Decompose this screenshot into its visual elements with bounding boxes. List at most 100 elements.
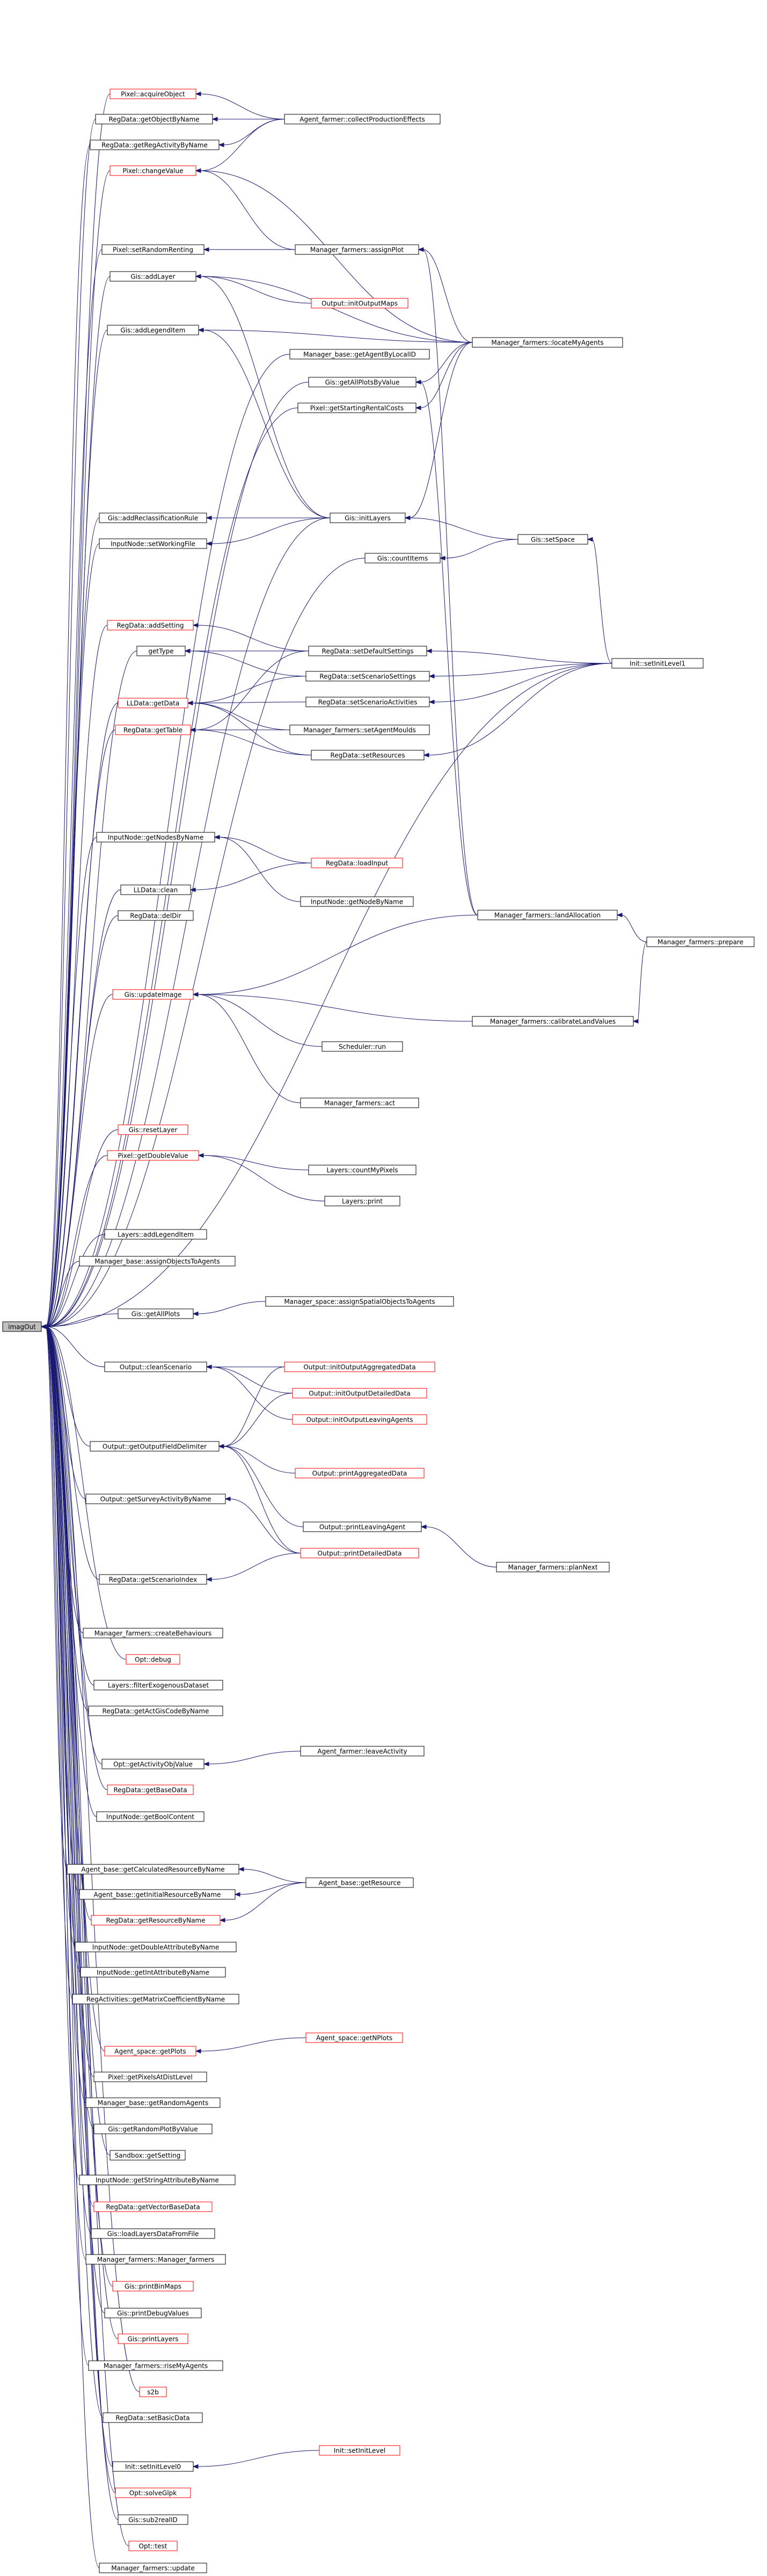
graph-node-getMatrixCoefficientByName[interactable]: RegActivities::getMatrixCoefficientByNam… — [72, 1994, 239, 2004]
graph-node-schedulerRun[interactable]: Scheduler::run — [322, 1041, 403, 1052]
graph-node-countMyPixels[interactable]: Layers::countMyPixels — [308, 1165, 417, 1175]
graph-node-getPixelsAtDistLevel[interactable]: Pixel::getPixelsAtDistLevel — [93, 2072, 207, 2082]
graph-node-llClean[interactable]: LLData::clean — [120, 884, 191, 895]
graph-node-getAllPlotsByValue[interactable]: Gis::getAllPlotsByValue — [308, 377, 417, 387]
graph-node-addSetting[interactable]: RegData::addSetting — [107, 620, 194, 631]
graph-node-getIntAttributeByName[interactable]: InputNode::getIntAttributeByName — [80, 1967, 226, 1978]
node-box — [109, 271, 196, 282]
graph-node-initOutputLeavingAgents[interactable]: Output::initOutputLeavingAgents — [292, 1414, 427, 1425]
graph-node-getNPlots[interactable]: Agent_space::getNPlots — [305, 2032, 403, 2043]
node-box — [101, 1759, 204, 1769]
graph-node-s2b[interactable]: s2b — [139, 2387, 167, 2397]
graph-node-getObjectByName[interactable]: RegData::getObjectByName — [95, 114, 213, 125]
graph-node-countItems[interactable]: Gis::countItems — [364, 553, 441, 564]
graph-node-initOutputDetailedData[interactable]: Output::initOutputDetailedData — [292, 1388, 427, 1399]
graph-node-getBoolContent[interactable]: InputNode::getBoolContent — [96, 1811, 204, 1822]
graph-node-initLayers[interactable]: Gis::initLayers — [330, 513, 406, 523]
graph-node-setScenarioActivities[interactable]: RegData::setScenarioActivities — [305, 697, 430, 707]
graph-node-delDir[interactable]: RegData::delDir — [118, 910, 194, 921]
graph-node-printLeavingAgent[interactable]: Output::printLeavingAgent — [303, 1521, 422, 1532]
graph-node-planNext[interactable]: Manager_farmers::planNext — [496, 1562, 610, 1572]
graph-node-collectProductionEffects[interactable]: Agent_farmer::collectProductionEffects — [284, 114, 441, 125]
edge-line — [45, 407, 298, 1327]
graph-node-setBasicData[interactable]: RegData::setBasicData — [103, 2412, 203, 2423]
graph-node-managerFarmersCtor[interactable]: Manager_farmers::Manager_farmers — [85, 2254, 226, 2265]
graph-node-leaveActivity[interactable]: Agent_farmer::leaveActivity — [300, 1746, 425, 1757]
graph-node-printDetailedData[interactable]: Output::printDetailedData — [300, 1548, 419, 1558]
graph-node-getNodesByName[interactable]: InputNode::getNodesByName — [96, 832, 215, 843]
graph-node-riseMyAgents[interactable]: Manager_farmers::riseMyAgents — [88, 2360, 223, 2371]
graph-node-layersAddLegendItem[interactable]: Layers::addLegendItem — [104, 1229, 207, 1240]
graph-node-addReclassificationRule[interactable]: Gis::addReclassificationRule — [99, 513, 207, 523]
graph-node-printLayers[interactable]: Gis::printLayers — [118, 2333, 188, 2344]
graph-node-getCalculatedResourceByName[interactable]: Agent_base::getCalculatedResourceByName — [67, 1864, 239, 1875]
graph-node-initOutputAggregatedData[interactable]: Output::initOutputAggregatedData — [284, 1362, 435, 1372]
graph-node-getOutputFieldDelimiter[interactable]: Output::getOutputFieldDelimiter — [90, 1441, 220, 1452]
graph-node-assignObjectsToAgents[interactable]: Manager_base::assignObjectsToAgents — [79, 1256, 236, 1267]
graph-node-getPlots[interactable]: Agent_space::getPlots — [104, 2046, 196, 2057]
graph-node-setInitLevel1[interactable]: Init::setInitLevel1 — [611, 658, 704, 669]
graph-node-getInitialResourceByName[interactable]: Agent_base::getInitialResourceByName — [79, 1889, 236, 1900]
graph-node-locateMyAgents[interactable]: Manager_farmers::locateMyAgents — [472, 337, 623, 348]
graph-node-optTest[interactable]: Opt::test — [128, 2541, 178, 2551]
graph-node-getStringAttributeByName[interactable]: InputNode::getStringAttributeByName — [79, 2175, 236, 2185]
graph-node-setAgentMoulds[interactable]: Manager_farmers::setAgentMoulds — [289, 724, 430, 735]
graph-node-acquireObject[interactable]: Pixel::acquireObject — [109, 89, 196, 99]
graph-node-printAggregatedData[interactable]: Output::printAggregatedData — [295, 1468, 425, 1479]
graph-node-getDoubleAttributeByName[interactable]: InputNode::getDoubleAttributeByName — [75, 1942, 237, 1952]
graph-node-getRandomPlotByValue[interactable]: Gis::getRandomPlotByValue — [93, 2124, 213, 2134]
graph-node-updateImage[interactable]: Gis::updateImage — [112, 989, 194, 1000]
graph-node-getAgentByLocalID[interactable]: Manager_base::getAgentByLocalID — [289, 349, 430, 360]
graph-node-loadLayersDataFromFile[interactable]: Gis::loadLayersDataFromFile — [91, 2228, 215, 2239]
graph-node-printDebugValues[interactable]: Gis::printDebugValues — [104, 2308, 202, 2318]
graph-node-getActivityObjValue[interactable]: Opt::getActivityObjValue — [101, 1759, 204, 1769]
graph-node-setDefaultSettings[interactable]: RegData::setDefaultSettings — [308, 646, 427, 656]
graph-node-getRegActivityByName[interactable]: RegData::getRegActivityByName — [90, 140, 220, 150]
graph-node-getNodeByName[interactable]: InputNode::getNodeByName — [300, 896, 414, 907]
graph-node-setScenarioSettings[interactable]: RegData::setScenarioSettings — [305, 671, 430, 682]
graph-node-getStartingRentalCosts[interactable]: Pixel::getStartingRentalCosts — [297, 402, 417, 413]
graph-node-getActGisCodeByName[interactable]: RegData::getActGisCodeByName — [88, 1706, 223, 1716]
graph-node-getBaseData[interactable]: RegData::getBaseData — [107, 1784, 194, 1795]
graph-node-loadInput[interactable]: RegData::loadInput — [311, 858, 403, 868]
graph-node-createBehaviours[interactable]: Manager_farmers::createBehaviours — [83, 1628, 223, 1638]
graph-node-setResources[interactable]: RegData::setResources — [311, 750, 425, 760]
graph-node-setWorkingFile[interactable]: InputNode::setWorkingFile — [99, 538, 207, 549]
graph-node-solveGlpk[interactable]: Opt::solveGlpk — [115, 2487, 191, 2498]
graph-node-managerAct[interactable]: Manager_farmers::act — [300, 1097, 419, 1108]
graph-node-setSpace[interactable]: Gis::setSpace — [517, 534, 588, 545]
graph-node-addLegendItem[interactable]: Gis::addLegendItem — [107, 325, 199, 335]
graph-node-assignPlot[interactable]: Manager_farmers::assignPlot — [295, 244, 419, 255]
graph-node-initOutputMaps[interactable]: Output::initOutputMaps — [311, 298, 408, 309]
graph-node-getDoubleValue[interactable]: Pixel::getDoubleValue — [107, 1150, 199, 1161]
graph-node-imagOut[interactable]: imagOut — [2, 1321, 42, 1332]
graph-node-filterExogenousDataset[interactable]: Layers::filterExogenousDataset — [93, 1680, 223, 1690]
graph-node-getTable[interactable]: RegData::getTable — [115, 724, 191, 735]
graph-node-cleanScenario[interactable]: Output::cleanScenario — [104, 1362, 207, 1372]
graph-node-optDebug[interactable]: Opt::debug — [126, 1654, 180, 1665]
graph-node-calibrateLandValues[interactable]: Manager_farmers::calibrateLandValues — [472, 1016, 634, 1027]
graph-node-getVectorBaseData[interactable]: RegData::getVectorBaseData — [93, 2201, 213, 2212]
graph-node-addLayer[interactable]: Gis::addLayer — [109, 271, 196, 282]
graph-node-assignSpatialObjectsToAgents[interactable]: Manager_space::assignSpatialObjectsToAge… — [265, 1296, 454, 1307]
graph-node-resetLayer[interactable]: Gis::resetLayer — [118, 1124, 188, 1135]
graph-node-landAllocation[interactable]: Manager_farmers::landAllocation — [477, 910, 618, 920]
graph-node-getSurveyActivityByName[interactable]: Output::getSurveyActivityByName — [85, 1494, 226, 1504]
graph-node-sub2realID[interactable]: Gis::sub2realID — [118, 2514, 188, 2525]
graph-node-getResource[interactable]: Agent_base::getResource — [305, 1877, 414, 1888]
graph-node-sandboxGetSetting[interactable]: Sandbox::getSetting — [109, 2150, 186, 2161]
graph-node-managerUpdate[interactable]: Manager_farmers::update — [99, 2563, 207, 2573]
graph-node-changeValue[interactable]: Pixel::changeValue — [109, 165, 196, 176]
graph-node-printBinMaps[interactable]: Gis::printBinMaps — [112, 2281, 194, 2292]
graph-node-getRandomAgents[interactable]: Manager_base::getRandomAgents — [85, 2097, 221, 2108]
graph-node-setInitLevel0[interactable]: Init::setInitLevel0 — [112, 2461, 194, 2472]
graph-node-setRandomRenting[interactable]: Pixel::setRandomRenting — [101, 244, 204, 255]
graph-node-layersPrint[interactable]: Layers::print — [324, 1196, 400, 1206]
graph-node-setInitLevel[interactable]: Init::setInitLevel — [319, 2445, 400, 2456]
graph-node-getAllPlots[interactable]: Gis::getAllPlots — [118, 1308, 194, 1319]
graph-node-getType[interactable]: getType — [136, 646, 186, 656]
graph-node-prepare[interactable]: Manager_farmers::prepare — [646, 936, 755, 947]
graph-node-getScenarioIndex[interactable]: RegData::getScenarioIndex — [99, 1574, 207, 1585]
graph-node-llGetData[interactable]: LLData::getData — [118, 698, 188, 708]
graph-node-getResourceByName[interactable]: RegData::getResourceByName — [91, 1915, 221, 1926]
